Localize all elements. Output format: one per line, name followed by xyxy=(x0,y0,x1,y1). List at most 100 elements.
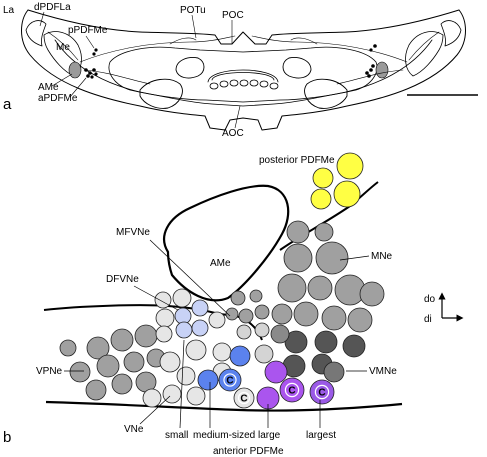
mfvne-cell xyxy=(225,307,239,321)
central-arches xyxy=(207,69,279,90)
ame-outline xyxy=(163,184,290,302)
brain-top-outline xyxy=(27,9,460,45)
leader-potu xyxy=(191,14,197,39)
label-mne: MNe xyxy=(371,251,393,262)
vpne-cell xyxy=(96,354,120,378)
vmne-cell xyxy=(314,330,338,354)
mfvne-cell xyxy=(254,304,270,320)
label-me: Me xyxy=(56,42,70,53)
panel-a-labels: La dPDFLa pPDFMe Me AMe aPDFMe POTu POC … xyxy=(3,2,478,139)
label-vmne: VMNe xyxy=(369,366,397,377)
leader-mne xyxy=(339,255,370,261)
panel-label-a: a xyxy=(3,96,12,113)
mfvne-cell xyxy=(230,290,246,306)
label-dpdfla: dPDFLa xyxy=(34,2,71,13)
leader-vne xyxy=(139,395,171,425)
apdfme-somata xyxy=(84,44,377,79)
leader-dpdfla xyxy=(39,11,45,27)
large-cell xyxy=(279,377,305,403)
posterior-pdfme-cell xyxy=(310,188,332,210)
cell-marker-label: C xyxy=(240,394,247,405)
dfvne-cell xyxy=(191,319,209,337)
mne-cell xyxy=(293,301,319,327)
mne-cell xyxy=(286,220,310,244)
vpne-cell xyxy=(110,328,134,352)
vpne-cell xyxy=(123,351,145,373)
lower-boundary xyxy=(45,400,403,412)
vpne-cell xyxy=(86,336,110,360)
mne-cell xyxy=(271,303,293,325)
large-cell xyxy=(264,360,288,384)
label-small: small xyxy=(165,430,188,441)
small-cell xyxy=(233,387,255,409)
label-do: do xyxy=(424,294,436,305)
mfvne-cell xyxy=(238,308,254,324)
lamina-right xyxy=(440,20,462,47)
medulla-right xyxy=(405,31,444,77)
mne-cell xyxy=(283,243,313,273)
mne-cell xyxy=(359,281,385,307)
mne-cell xyxy=(277,273,307,303)
small-cell xyxy=(185,339,207,361)
label-anterior-pdfme: anterior PDFMe xyxy=(213,446,284,457)
small-cell xyxy=(212,342,232,362)
dfvne-cell xyxy=(191,299,209,317)
mne-cell xyxy=(321,305,347,331)
upper-lobe-left xyxy=(175,57,205,79)
central-brain-contour xyxy=(108,46,378,103)
mfvne-cell xyxy=(236,324,252,340)
vmne-cell xyxy=(342,334,366,358)
posterior-pdfme-cell xyxy=(312,167,334,189)
brain-inner-outline xyxy=(54,39,433,107)
label-posterior-pdfme: posterior PDFMe xyxy=(259,155,335,166)
mne-cell xyxy=(314,222,334,242)
vpne-cell xyxy=(155,325,173,343)
vmne-cell xyxy=(270,324,290,344)
label-ppdfme: pPDFMe xyxy=(68,25,108,36)
label-ame-b: AMe xyxy=(210,258,231,269)
dfvne-cell xyxy=(208,311,226,329)
label-potu: POTu xyxy=(180,5,206,16)
posterior-pdfme-cell xyxy=(336,152,364,180)
cell-marker-label: C xyxy=(318,388,325,399)
leader-ame xyxy=(51,73,73,87)
leader-ppdfme xyxy=(85,35,95,49)
leader-small xyxy=(179,339,185,429)
lobe-left xyxy=(139,78,183,109)
panel-label-b: b xyxy=(3,429,11,446)
vmne-cell xyxy=(284,330,308,354)
small-cell xyxy=(254,344,274,364)
leader-dfvne xyxy=(133,285,179,311)
cell-marker-ring xyxy=(223,373,237,387)
ame-right xyxy=(375,61,389,79)
medium-sized-cell xyxy=(197,369,219,391)
small-cell xyxy=(142,388,162,408)
mne-cell xyxy=(307,275,333,301)
small-cell xyxy=(186,386,206,406)
cell-marker-ring xyxy=(237,391,251,405)
vpne-cell xyxy=(159,351,181,373)
label-medium-sized: medium-sized xyxy=(193,430,255,441)
mfvne-cell xyxy=(254,322,270,338)
dfvne-cell xyxy=(172,288,192,308)
label-vpne: VPNe xyxy=(36,366,63,377)
label-dfvne: DFVNe xyxy=(106,274,139,285)
dfvne-cell xyxy=(155,308,175,328)
ame-left xyxy=(68,61,82,79)
medium-sized-cell xyxy=(229,345,251,367)
largest-cell xyxy=(309,379,335,405)
leader-mfvne xyxy=(149,239,231,317)
label-poc: POC xyxy=(222,10,244,21)
vmne-cell xyxy=(323,361,345,383)
label-vne: VNe xyxy=(124,424,144,435)
label-large: large xyxy=(258,430,281,441)
vpne-cell xyxy=(134,324,158,348)
label-aoc: AOC xyxy=(222,128,244,139)
panel-a-brain-section xyxy=(21,9,466,131)
small-cell xyxy=(176,366,196,386)
mfvne-cell xyxy=(249,289,263,303)
mne-cell xyxy=(315,241,349,275)
upper-lobe-right xyxy=(282,57,312,79)
label-mfvne: MFVNe xyxy=(116,227,150,238)
cell-marker-label: C xyxy=(226,376,233,387)
